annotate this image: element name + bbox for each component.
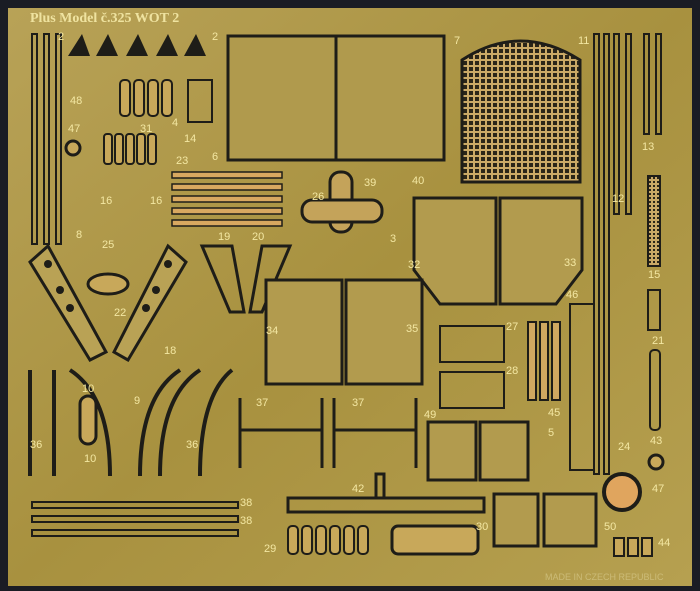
- part-43-ring: [647, 453, 665, 471]
- part-28-strips: [527, 321, 561, 401]
- part-label: 25: [102, 239, 114, 251]
- part-label: 28: [506, 365, 518, 377]
- part-label: 5: [548, 427, 554, 439]
- part-27-grid: [439, 325, 505, 409]
- part-label: 15: [648, 269, 660, 281]
- part-label: 30: [476, 521, 488, 533]
- part-label: 19: [218, 231, 230, 243]
- part-label: 18: [164, 345, 176, 357]
- part-46-tall: [569, 303, 595, 471]
- part-32-33-shield: [412, 196, 584, 306]
- top-triangle-parts: [68, 34, 206, 56]
- part-label: 6: [212, 151, 218, 163]
- part-30-hinge: [390, 524, 480, 556]
- part-29-loops: [287, 525, 369, 555]
- part-label: 44: [658, 537, 670, 549]
- part-10-slot: [78, 394, 98, 446]
- part-label: 31: [140, 123, 152, 135]
- part-26-cross: [300, 170, 384, 234]
- part-22-v-frame: [28, 243, 188, 363]
- part-label: 2: [212, 31, 218, 43]
- part-label: 32: [408, 259, 420, 271]
- part-label: 21: [652, 335, 664, 347]
- left-rails: [31, 33, 62, 245]
- part-47-ring: [64, 139, 82, 157]
- part-label: 26: [312, 191, 324, 203]
- part-label: 42: [352, 483, 364, 495]
- part-label: 7: [454, 35, 460, 47]
- bottom-squares: [492, 492, 598, 548]
- part-label: 2: [58, 31, 64, 43]
- part-label: 36: [30, 439, 42, 451]
- part-label: 43: [650, 435, 662, 447]
- part-label: 49: [424, 409, 436, 421]
- part-label: 14: [184, 133, 196, 145]
- part-37-frames: [238, 398, 418, 468]
- part-label: 37: [352, 397, 364, 409]
- part-label: 47: [652, 483, 664, 495]
- part-label: 38: [240, 497, 252, 509]
- part-label: 24: [618, 441, 630, 453]
- top-small-parts: [119, 79, 213, 123]
- part-49-boxes: [426, 420, 530, 482]
- fret-title: Plus Model č.325 WOT 2: [30, 11, 179, 26]
- part-19-20: [199, 244, 293, 314]
- part-label: 20: [252, 231, 264, 243]
- part-label: 38: [240, 515, 252, 527]
- part-38-rails: [31, 501, 239, 537]
- part-6-panel: [226, 34, 446, 162]
- part-label: 40: [412, 175, 424, 187]
- part-36-arches: [28, 368, 234, 477]
- part-50-disc: [602, 472, 642, 512]
- part-label: 22: [114, 307, 126, 319]
- part-label: 36: [186, 439, 198, 451]
- part-15-mesh-strip: [647, 175, 661, 267]
- part-label: 45: [548, 407, 560, 419]
- part-31-slats: [103, 133, 157, 165]
- part-43-strip: [649, 349, 661, 431]
- part-label: 46: [566, 289, 578, 301]
- part-label: 3: [390, 233, 396, 245]
- right-rails: [593, 33, 662, 475]
- part-label: 16: [150, 195, 162, 207]
- part-label: 4: [172, 117, 178, 129]
- part-label: 48: [70, 95, 82, 107]
- part-label: 35: [406, 323, 418, 335]
- part-label: 33: [564, 257, 576, 269]
- part-label: 10: [82, 383, 94, 395]
- part-label: 12: [612, 193, 624, 205]
- part-label: 13: [642, 141, 654, 153]
- part-21-strip: [647, 289, 661, 331]
- part-label: 23: [176, 155, 188, 167]
- part-label: 39: [364, 177, 376, 189]
- fret-footer: MADE IN CZECH REPUBLIC: [545, 572, 664, 582]
- part-44-clips: [613, 537, 653, 557]
- part-34-35-panels: [264, 278, 424, 386]
- part-number-labels: 2 2 48 47 8 31 4 14 23 6 7 11 13 12 15 2…: [30, 31, 670, 555]
- part-label: 34: [266, 325, 278, 337]
- part-label: 29: [264, 543, 276, 555]
- part-label: 8: [76, 229, 82, 241]
- part-23-bars: [171, 171, 283, 227]
- part-label: 11: [578, 35, 589, 47]
- part-7-mesh: [460, 39, 582, 184]
- part-label: 47: [68, 123, 80, 135]
- part-22-holes: [44, 260, 172, 312]
- part-label: 10: [84, 453, 96, 465]
- part-label: 27: [506, 321, 518, 333]
- part-label: 50: [604, 521, 616, 533]
- part-42-bar: [286, 472, 486, 514]
- part-label: 37: [256, 397, 268, 409]
- part-label: 9: [134, 395, 140, 407]
- part-label: 16: [100, 195, 112, 207]
